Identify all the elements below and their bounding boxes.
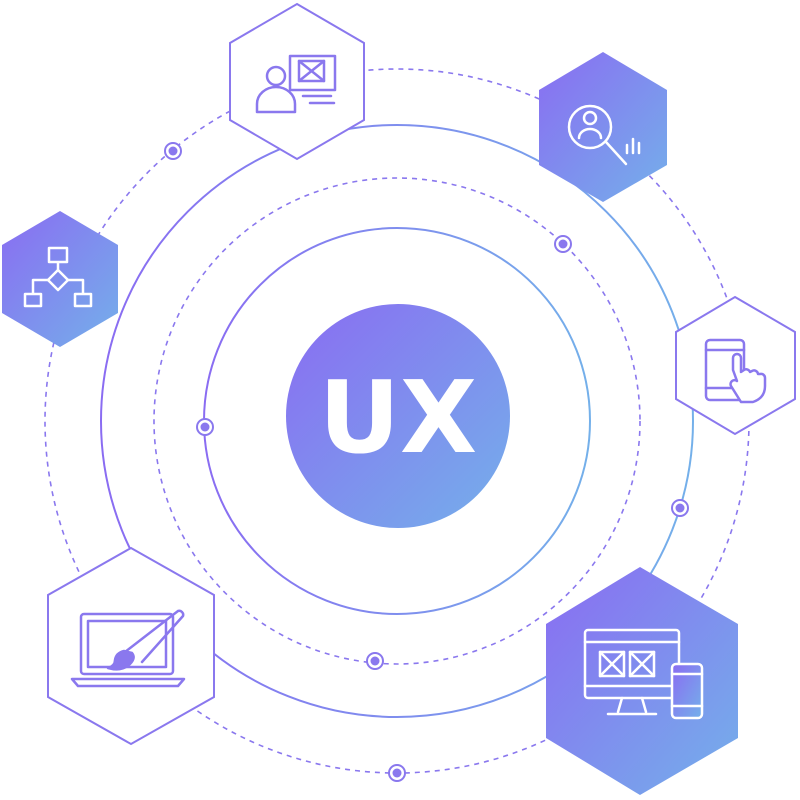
mobile-touch-icon bbox=[704, 338, 767, 404]
orbit-dot bbox=[164, 142, 182, 160]
hex-node-visual-design[interactable] bbox=[47, 546, 215, 746]
hexagon bbox=[546, 567, 738, 795]
orbit-dot bbox=[671, 499, 689, 517]
orbit-dot bbox=[388, 764, 406, 782]
orbit-dot bbox=[366, 652, 384, 670]
hex-node-mobile-interaction[interactable] bbox=[675, 295, 796, 436]
hex-node-responsive-design[interactable] bbox=[546, 567, 738, 795]
center-circle bbox=[286, 304, 510, 528]
desktop-mobile-icon bbox=[583, 628, 704, 720]
flowchart-icon bbox=[23, 246, 93, 308]
orbit-dots bbox=[164, 142, 689, 782]
center-node: UX bbox=[286, 304, 510, 528]
hexagon bbox=[539, 52, 667, 202]
orbit-solid-outer bbox=[100, 124, 694, 718]
center-label: UX bbox=[319, 359, 477, 476]
user-search-analytics-icon bbox=[567, 104, 641, 166]
user-wireframe-icon bbox=[255, 54, 337, 114]
hexagon bbox=[229, 2, 365, 161]
orbit-dot bbox=[554, 235, 572, 253]
hex-node-wireframe-persona[interactable] bbox=[229, 2, 365, 161]
hexagon bbox=[2, 211, 118, 347]
orbit-dashed-middle bbox=[153, 177, 641, 665]
laptop-paintbrush-icon bbox=[70, 609, 186, 688]
orbit-dot bbox=[196, 418, 214, 436]
hex-node-information-architecture[interactable] bbox=[2, 211, 118, 347]
hex-node-user-research[interactable] bbox=[539, 52, 667, 202]
